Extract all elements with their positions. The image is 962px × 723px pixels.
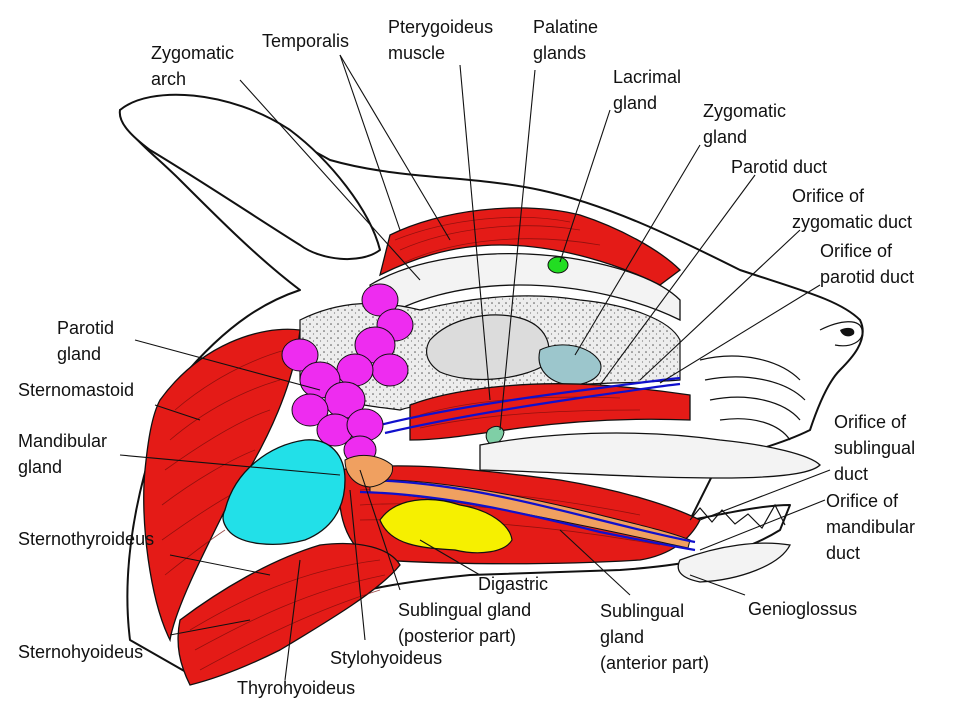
snout-fur bbox=[699, 355, 806, 441]
sublingual-gland-posterior bbox=[379, 499, 513, 554]
label-orifice-zygomatic-duct: Orifice of zygomatic duct bbox=[792, 186, 913, 232]
label-sublingual-gland-anterior: Sublingual gland (anterior part) bbox=[600, 601, 710, 673]
parotid-gland bbox=[281, 283, 414, 465]
sublingual-duct bbox=[359, 490, 696, 552]
label-stylohyoideus: Stylohyoideus bbox=[330, 648, 443, 668]
mandibular-duct bbox=[359, 478, 696, 544]
label-pterygoideus-muscle: Pterygoideus muscle bbox=[388, 17, 494, 63]
label-orifice-sublingual-duct: Orifice of sublingual duct bbox=[834, 412, 916, 484]
label-mandibular-gland: Mandibular gland bbox=[18, 431, 108, 477]
chin bbox=[677, 542, 791, 583]
label-genioglossus: Genioglossus bbox=[748, 599, 858, 619]
parotid-duct bbox=[379, 376, 681, 427]
nostril bbox=[840, 327, 855, 337]
nose-outline bbox=[819, 321, 863, 347]
sublingual-gland-tail bbox=[344, 454, 394, 488]
label-sternohyoideus: Sternohyoideus bbox=[18, 642, 144, 662]
label-zygomatic-gland: Zygomatic gland bbox=[703, 101, 787, 147]
label-sternomastoid: Sternomastoid bbox=[18, 380, 135, 400]
label-palatine-glands: Palatine glands bbox=[533, 17, 599, 63]
lower-teeth bbox=[689, 503, 786, 529]
tongue bbox=[479, 432, 821, 479]
zygomatic-arch bbox=[369, 253, 681, 322]
label-temporalis: Temporalis bbox=[262, 31, 350, 51]
lower-neck-muscles bbox=[177, 542, 401, 686]
label-sublingual-gland-posterior: Sublingual gland (posterior part) bbox=[398, 600, 532, 646]
sternomastoid-fibers bbox=[161, 349, 286, 576]
label-thyrohyoideus: Thyrohyoideus bbox=[237, 678, 356, 698]
lacrimal-gland bbox=[547, 256, 569, 274]
zygomatic-gland bbox=[538, 344, 602, 386]
label-sternothyroideus: Sternothyroideus bbox=[18, 529, 155, 549]
label-digastric: Digastric bbox=[478, 574, 549, 594]
sternomastoid-muscle bbox=[143, 328, 301, 643]
label-orifice-mandibular-duct: Orifice of mandibular duct bbox=[826, 491, 916, 563]
label-orifice-parotid-duct: Orifice of parotid duct bbox=[820, 241, 915, 287]
label-lacrimal-gland: Lacrimal gland bbox=[613, 67, 682, 113]
label-parotid-gland: Parotid gland bbox=[57, 318, 115, 364]
mandibular-gland bbox=[222, 439, 346, 545]
label-zygomatic-arch: Zygomatic arch bbox=[151, 43, 235, 89]
temporalis-fibers bbox=[394, 216, 601, 263]
lower-neck-fibers bbox=[189, 559, 386, 671]
ear-outline bbox=[118, 93, 381, 261]
temporalis-muscle bbox=[379, 207, 681, 286]
leader-lines bbox=[119, 54, 831, 681]
parotid-duct-2 bbox=[384, 382, 681, 435]
label-parotid-duct: Parotid duct bbox=[731, 157, 828, 177]
